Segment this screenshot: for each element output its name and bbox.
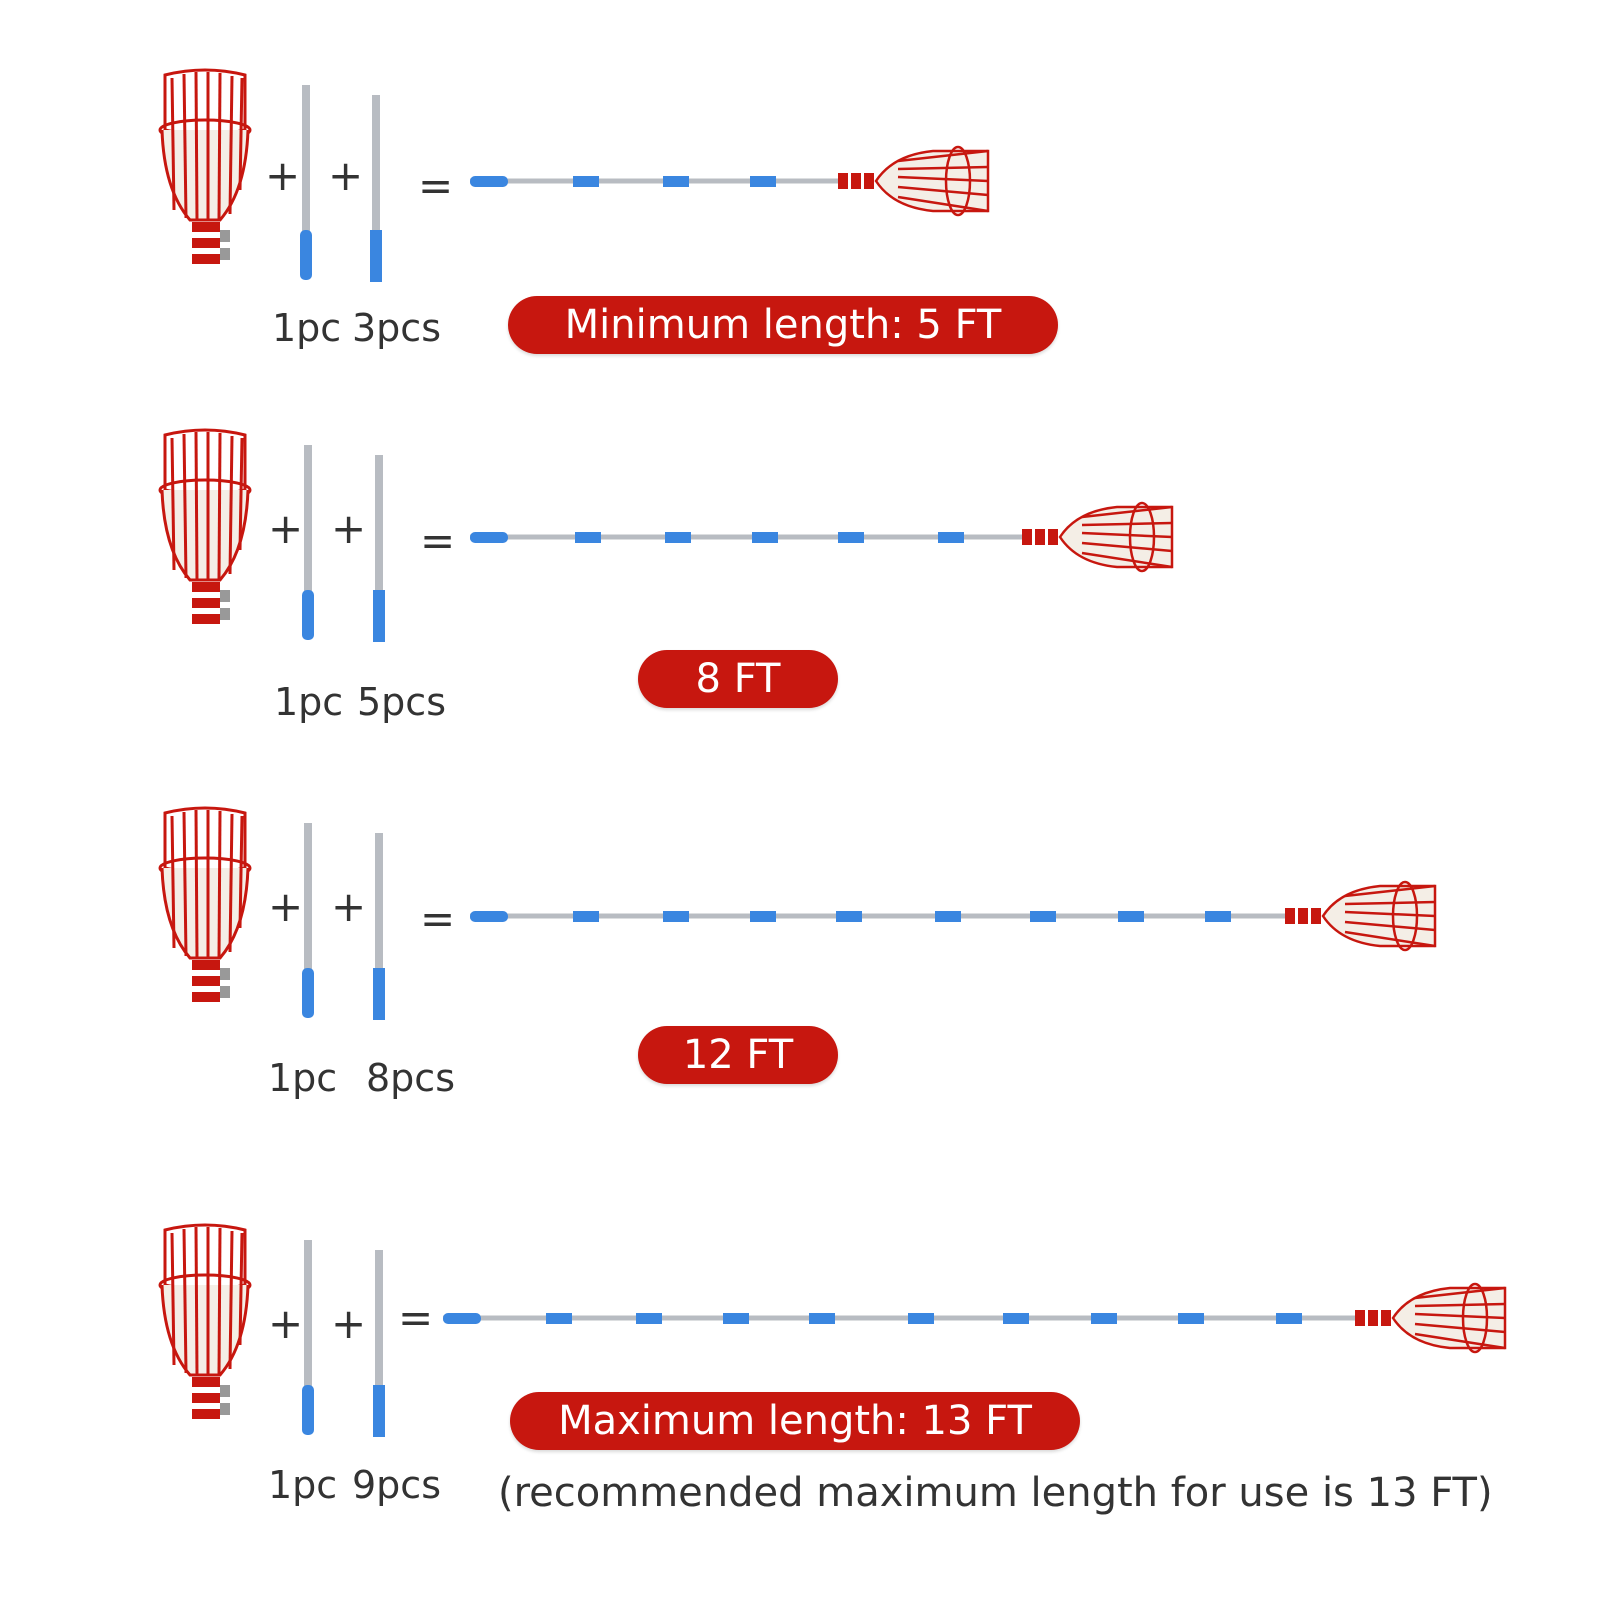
row-8ft: + + = 1pc 5pcs 8 FT <box>0 428 1600 810</box>
length-badge: Maximum length: 13 FT <box>510 1392 1080 1450</box>
basket-count: 1pc <box>274 680 344 724</box>
basket-count: 1pc <box>272 306 342 350</box>
plus-sign: + <box>268 1299 304 1348</box>
basket-count: 1pc <box>268 1463 338 1507</box>
assembled-picker-8ft <box>470 501 1174 573</box>
plus-sign: + <box>328 151 364 200</box>
equals-sign: = <box>418 161 454 210</box>
assembled-picker-5ft <box>470 145 990 217</box>
pole-with-hook-icon <box>300 85 312 280</box>
plus-sign: + <box>331 882 367 931</box>
length-badge: 8 FT <box>638 650 838 708</box>
pole-with-hook-icon <box>302 823 314 1018</box>
row-12ft: + + = 1pc 8pcs 12 FT <box>0 806 1600 1188</box>
pole-count: 3pcs <box>352 306 441 350</box>
pole-count: 5pcs <box>357 680 446 724</box>
row-13ft: + + = Maximum length: 13 FT 1pc 9pcs (re… <box>0 1223 1600 1605</box>
fruit-basket-icon <box>158 1223 252 1421</box>
plus-sign: + <box>265 151 301 200</box>
length-badge: 12 FT <box>638 1026 838 1084</box>
fruit-basket-icon <box>158 428 252 626</box>
pole-count: 9pcs <box>352 1463 441 1507</box>
pole-section-icon <box>373 833 385 1020</box>
length-badge: Minimum length: 5 FT <box>508 296 1058 354</box>
pole-count: 8pcs <box>366 1056 455 1100</box>
recommendation-note: (recommended maximum length for use is 1… <box>498 1470 1493 1516</box>
pole-section-icon <box>370 95 382 282</box>
row-5ft: + + = 1pc 3pcs Minimum length: 5 FT <box>0 68 1600 450</box>
pole-section-icon <box>373 1250 385 1437</box>
equals-sign: = <box>420 894 456 943</box>
pole-section-icon <box>373 455 385 642</box>
plus-sign: + <box>268 504 304 553</box>
assembled-picker-13ft <box>443 1282 1507 1354</box>
assembled-picker-12ft <box>470 880 1437 952</box>
pole-with-hook-icon <box>302 445 314 640</box>
equals-sign: = <box>420 516 456 565</box>
equals-sign: = <box>398 1293 434 1342</box>
fruit-basket-icon <box>158 806 252 1004</box>
basket-count: 1pc <box>268 1056 338 1100</box>
pole-with-hook-icon <box>302 1240 314 1435</box>
plus-sign: + <box>268 882 304 931</box>
fruit-basket-icon <box>158 68 252 266</box>
plus-sign: + <box>331 504 367 553</box>
plus-sign: + <box>331 1299 367 1348</box>
